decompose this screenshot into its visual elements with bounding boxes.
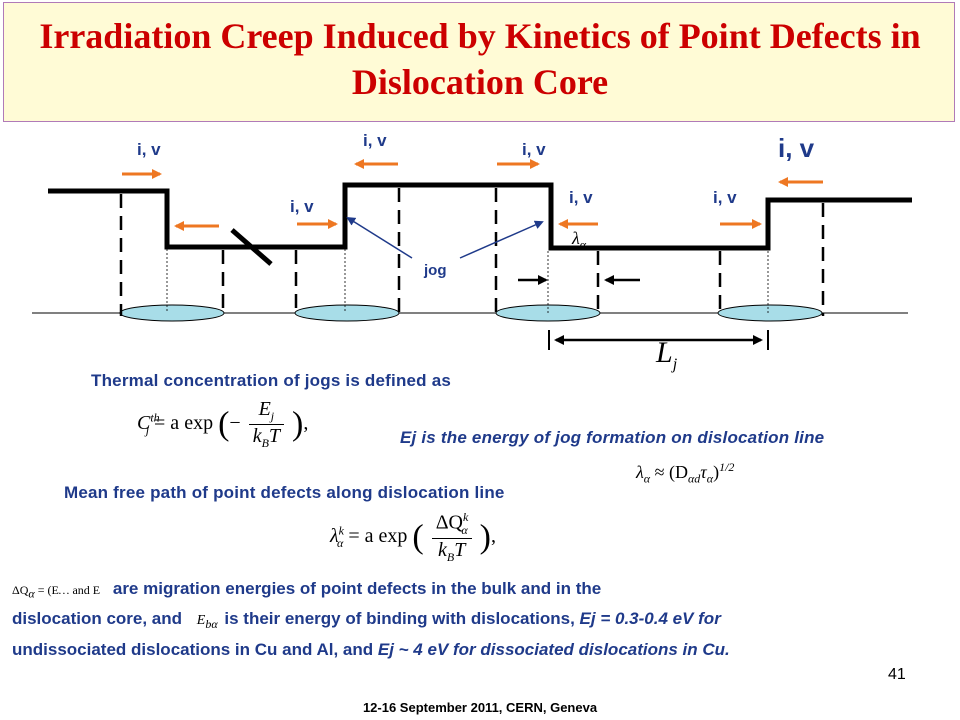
delta-q-definition: ΔQα = (E… and E: [12, 583, 101, 601]
obstacle-ellipse: [294, 304, 400, 322]
lj-label: Lj: [656, 336, 678, 373]
mean-free-path-intro: Mean free path of point defects along di…: [64, 483, 505, 502]
slide-title: Irradiation Creep Induced by Kinetics of…: [39, 16, 921, 102]
lambda-label: λα: [572, 228, 587, 252]
flux-label: i, v: [290, 197, 314, 216]
flux-label: i, v: [137, 140, 161, 159]
para-line-1: ΔQα = (E… and E are migration energies o…: [12, 579, 602, 601]
title-box: Irradiation Creep Induced by Kinetics of…: [3, 2, 955, 122]
jog-concentration-intro: Thermal concentration of jogs is defined…: [91, 371, 451, 390]
jog-pointer: [346, 216, 413, 259]
jog-label: jog: [424, 262, 447, 279]
lambda-approx-equation: λα ≈ (Dαdτα)1/2: [636, 460, 735, 486]
footer: 12-16 September 2011, CERN, Geneva: [362, 700, 598, 715]
flux-label: i, v: [569, 188, 593, 207]
explanation-paragraph: ΔQα = (E… and E are migration energies o…: [12, 576, 957, 662]
flux-label: i, v: [363, 131, 387, 150]
para-line-3: undissociated dislocations in Cu and Al,…: [12, 640, 730, 660]
page-number: 41: [888, 666, 906, 683]
ej-description: Ej is the energy of jog formation on dis…: [400, 428, 825, 447]
dislocation-line: [48, 182, 912, 251]
para-line-2: dislocation core, and Ebα is their energ…: [12, 609, 721, 632]
flux-label-large: i, v: [778, 133, 815, 163]
obstacle-ellipse: [119, 304, 225, 322]
pinning-mark: [230, 228, 273, 266]
obstacle-ellipse: [717, 304, 823, 322]
binding-energy-symbol: Ebα: [196, 613, 218, 632]
flux-label: i, v: [713, 188, 737, 207]
flux-label: i, v: [522, 140, 546, 159]
jog-pointer: [459, 220, 544, 259]
